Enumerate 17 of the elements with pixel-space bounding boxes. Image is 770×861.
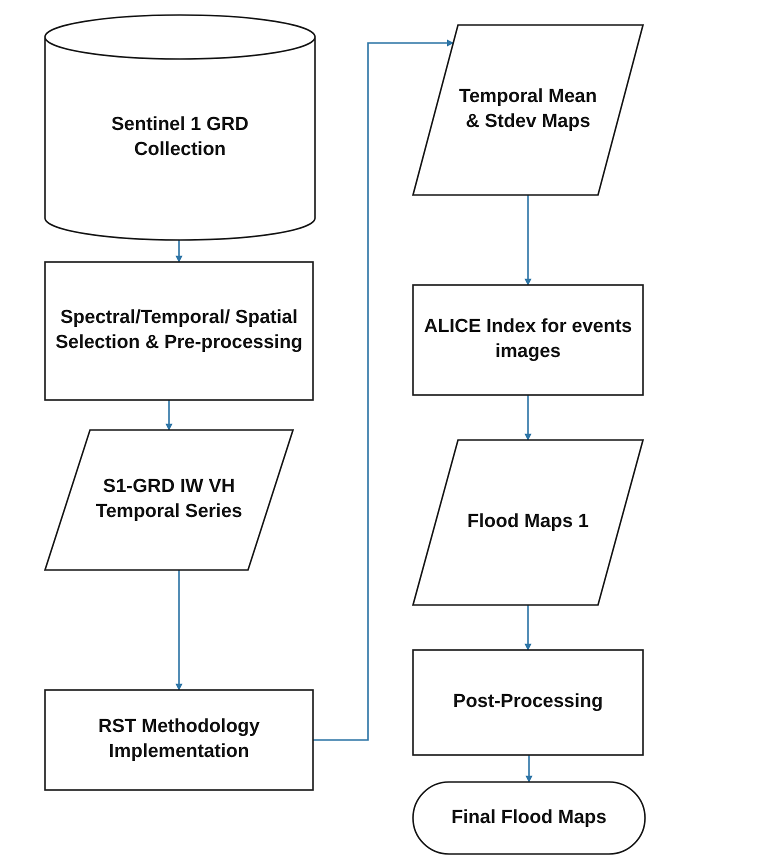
arrow	[313, 40, 454, 741]
arrow	[526, 755, 532, 783]
node-label: Sentinel 1 GRD Collection	[110, 112, 250, 162]
node-label: ALICE Index for events images	[423, 315, 633, 364]
arrow	[524, 395, 532, 441]
arrow	[524, 605, 532, 651]
node-label: Temporal Mean & Stdev Maps	[458, 85, 598, 134]
arrow	[176, 240, 182, 263]
node-label: Spectral/Temporal/ Spatial Selection & Pre-processing	[55, 306, 303, 355]
node-label: RST Methodology Implementation	[97, 715, 261, 764]
node-label: Final Flood Maps	[451, 806, 607, 830]
node-label: Post-Processing	[453, 690, 603, 714]
arrow	[166, 400, 172, 431]
arrow	[176, 570, 182, 691]
arrow	[524, 195, 532, 286]
node-label: Flood Maps 1	[467, 510, 589, 534]
node-label: S1-GRD IW VH Temporal Series	[94, 475, 244, 524]
